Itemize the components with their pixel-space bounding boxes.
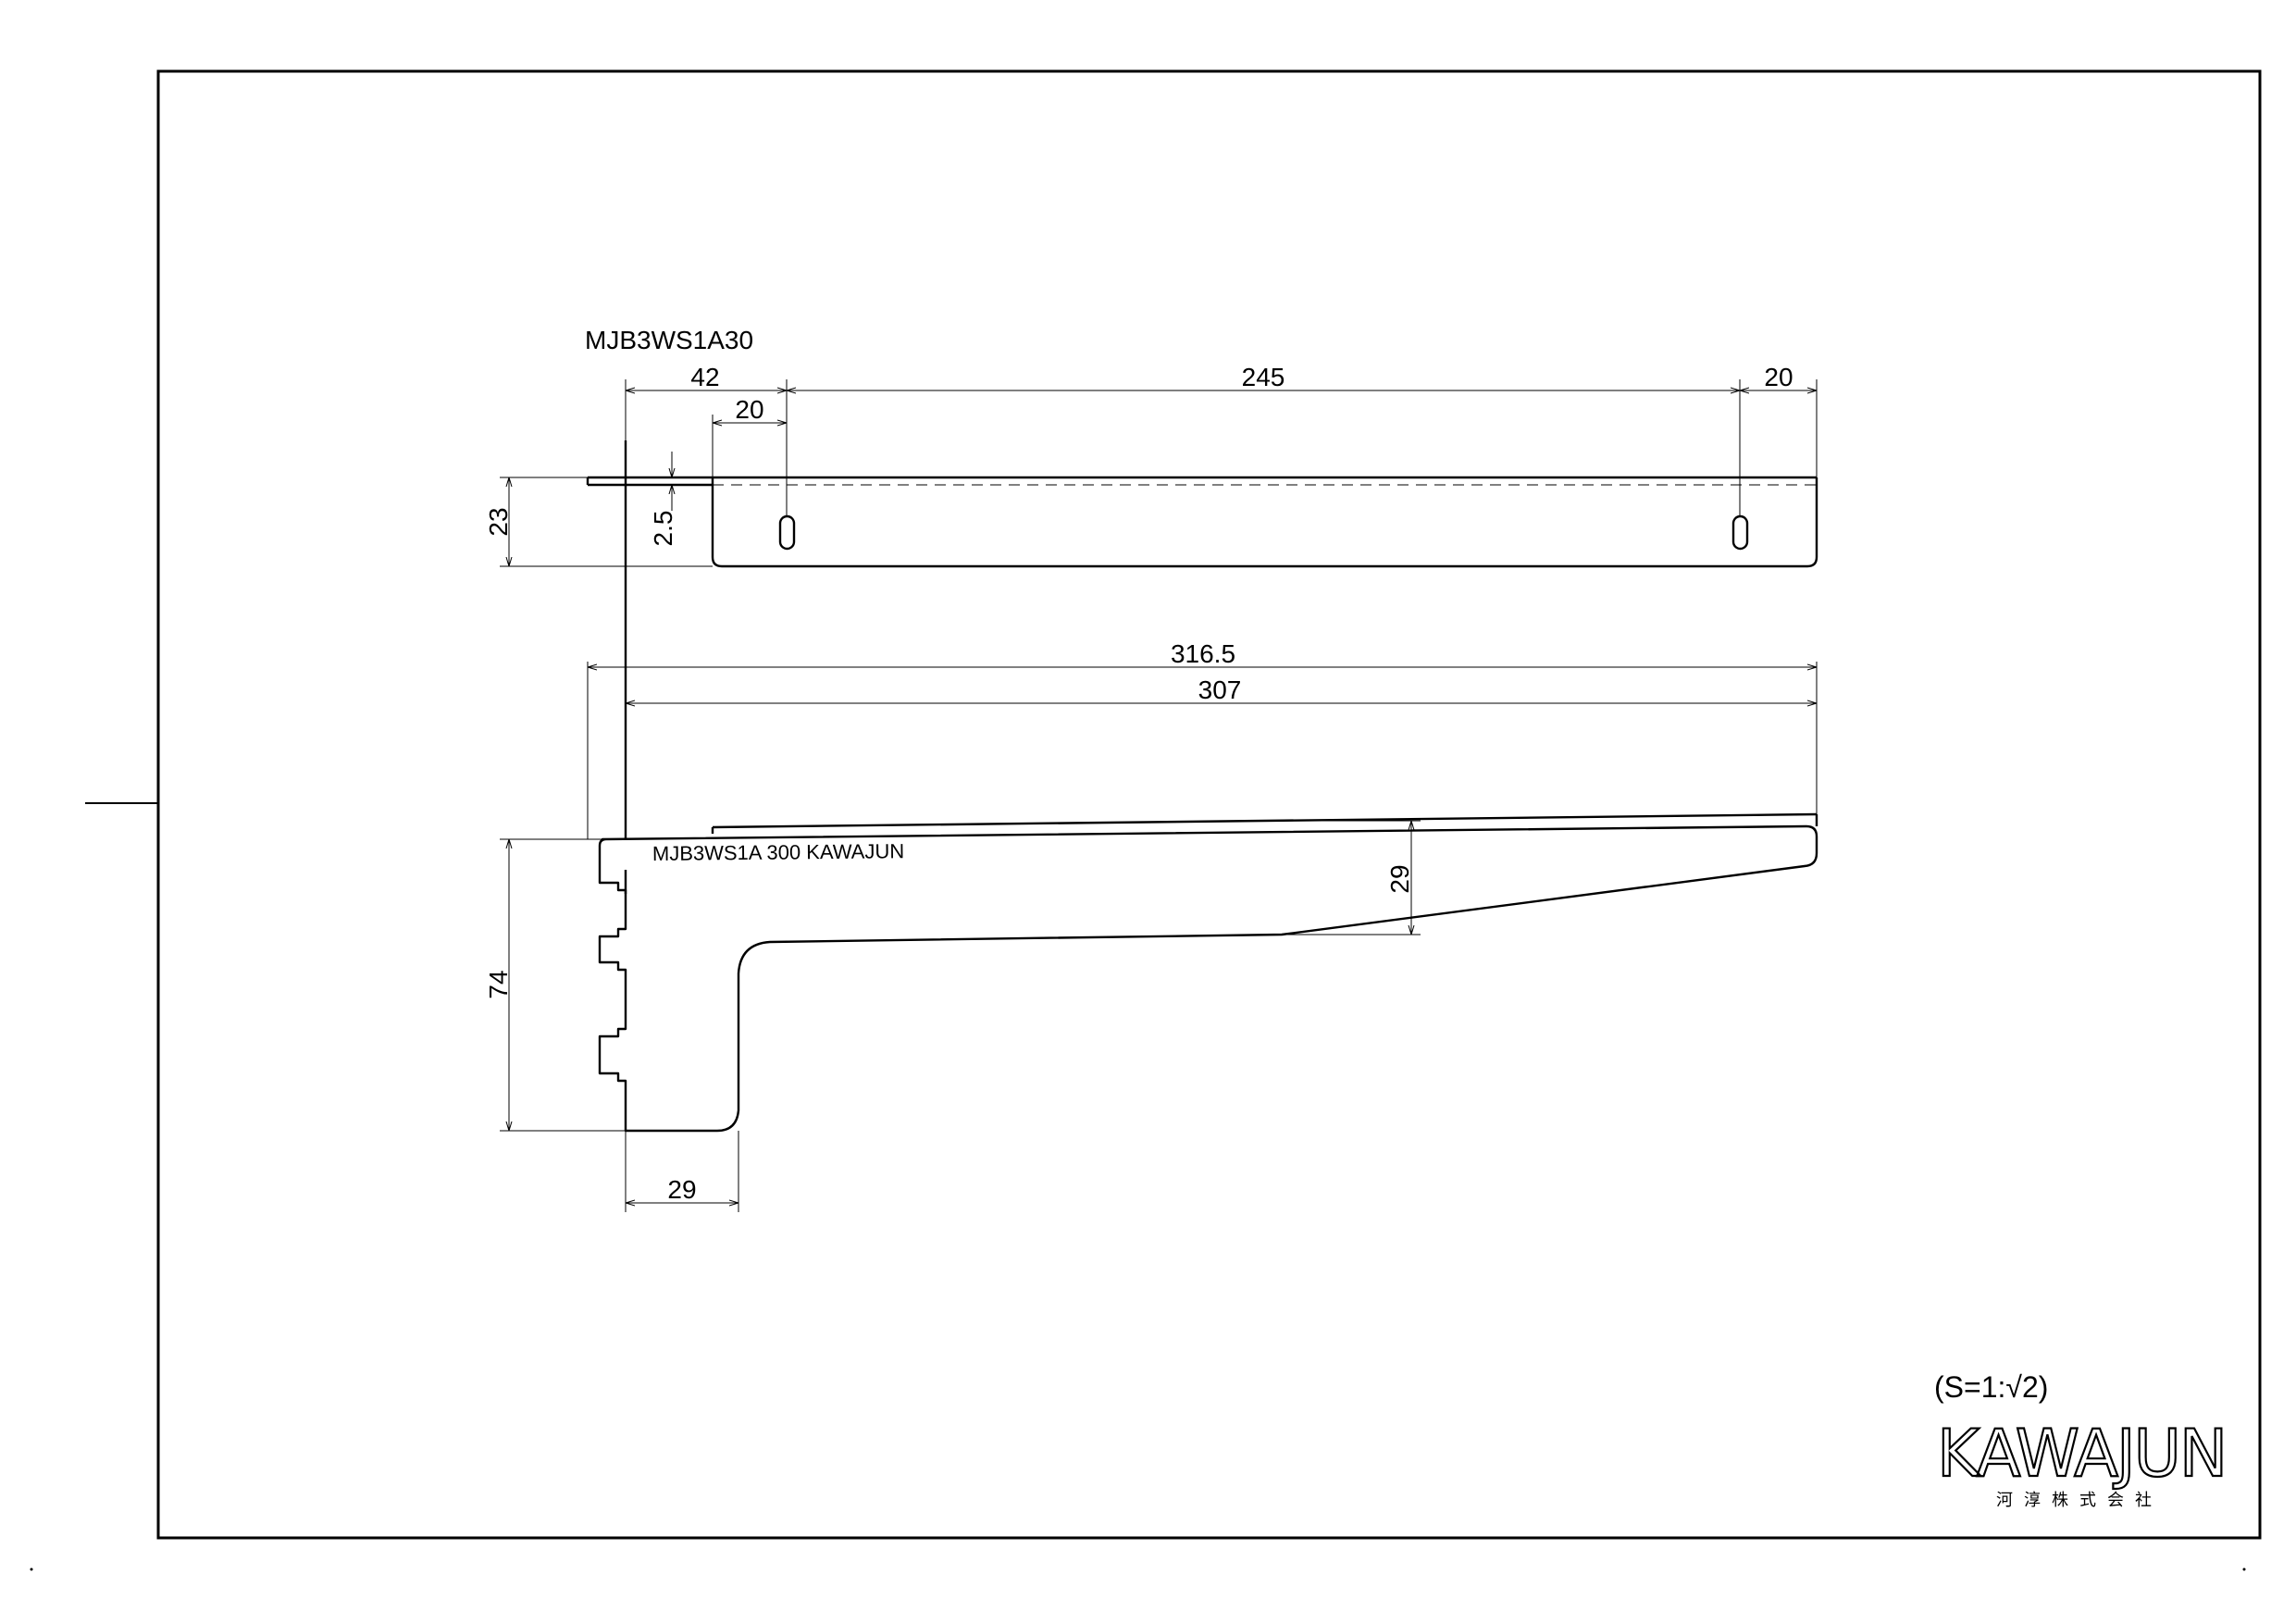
corner-dot-left xyxy=(30,1567,33,1571)
dim-74: 74 xyxy=(484,970,513,998)
slot-right xyxy=(1731,514,1749,551)
dim-23: 23 xyxy=(484,507,513,536)
drawing-border xyxy=(156,69,2262,1540)
side-view: 316.5 307 29 74 29 MJB3WS1A 300 KAWAJUN xyxy=(484,566,1818,1212)
dim-29-depth: 29 xyxy=(1385,864,1414,893)
dim-316-5: 316.5 xyxy=(1171,639,1235,668)
dim-2-5: 2.5 xyxy=(649,511,677,547)
top-view: 42 20 245 20 23 2.5 xyxy=(484,363,1818,568)
dim-29-base: 29 xyxy=(667,1175,696,1204)
scale-note: (S=1:√2) xyxy=(1934,1370,2048,1404)
dim-20-left: 20 xyxy=(735,395,763,424)
drawing-title: MJB3WS1A30 xyxy=(585,326,753,354)
bracket-outline xyxy=(598,824,1818,1133)
dim-42: 42 xyxy=(690,363,719,391)
dim-20-right: 20 xyxy=(1764,363,1793,391)
dim-245: 245 xyxy=(1242,363,1285,391)
corner-dot-right xyxy=(2242,1567,2246,1571)
company-logo: KAWAJUN xyxy=(1937,1416,2226,1492)
dim-307: 307 xyxy=(1198,675,1242,704)
slot-left xyxy=(778,514,796,551)
company-name-jp: 河淳株式会社 xyxy=(1996,1491,2163,1510)
part-marking: MJB3WS1A 300 KAWAJUN xyxy=(652,839,904,865)
